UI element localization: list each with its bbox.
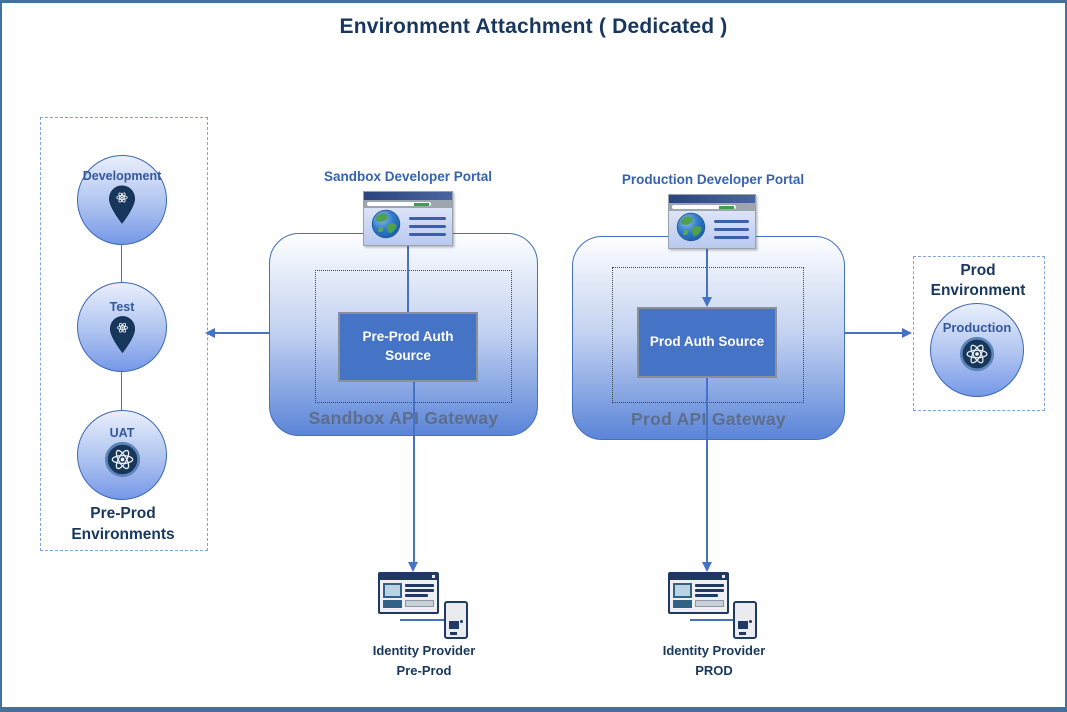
preprod-environments-caption: Pre-Prod Environments <box>71 505 175 543</box>
production-developer-portal-label: Production Developer Portal <box>621 172 805 187</box>
env-node-production: Production <box>930 303 1024 397</box>
address-bar <box>367 202 431 207</box>
identity-provider-preprod-label: Identity Provider Pre-Prod <box>372 643 476 678</box>
connector-line <box>845 332 903 334</box>
prod-api-gateway-label: Prod API Gateway <box>631 409 786 429</box>
text-lines-icon <box>409 217 446 236</box>
arrowhead-down-icon <box>701 562 712 572</box>
env-node-label: UAT <box>109 426 135 440</box>
prod-environment-group <box>913 256 1045 411</box>
window-icon <box>378 572 439 614</box>
arrowhead-left-icon <box>205 328 215 338</box>
atom-badge-icon <box>104 441 141 483</box>
env-node-test: Test <box>77 282 167 372</box>
browser-toolbar <box>364 200 452 208</box>
progress-bar <box>414 203 429 207</box>
close-icon <box>722 575 725 578</box>
globe-icon <box>675 211 707 248</box>
connector-line <box>706 249 708 298</box>
mobile-device-icon <box>733 601 757 639</box>
connector-line <box>706 378 708 562</box>
env-node-uat: UAT <box>77 410 167 500</box>
env-node-label: Development <box>82 169 162 183</box>
connector-line <box>413 382 415 562</box>
connector-line <box>121 372 122 410</box>
browser-toolbar <box>669 203 755 211</box>
progress-bar <box>719 206 734 210</box>
identity-provider-prod-label: Identity Provider PROD <box>662 643 766 678</box>
arrowhead-down-icon <box>701 297 712 307</box>
browser-globe-icon <box>668 194 756 249</box>
mobile-device-icon <box>444 601 468 639</box>
connector-line <box>690 619 735 621</box>
prod-auth-source-box: Prod Auth Source <box>637 307 777 378</box>
sandbox-api-gateway-label: Sandbox API Gateway <box>308 408 499 428</box>
connector-line <box>214 332 269 334</box>
map-pin-atom-icon <box>109 315 136 359</box>
window-icon <box>668 572 729 614</box>
close-icon <box>432 575 435 578</box>
browser-titlebar <box>669 195 755 204</box>
env-node-development: Development <box>77 155 167 245</box>
browser-titlebar <box>364 192 452 201</box>
browser-globe-icon <box>363 191 453 246</box>
globe-icon <box>370 208 402 245</box>
arrowhead-right-icon <box>902 328 912 338</box>
prod-auth-scope-box <box>612 267 804 403</box>
text-lines-icon <box>714 220 749 239</box>
arrowhead-down-icon <box>408 562 418 572</box>
connector-line <box>121 245 122 282</box>
env-node-label: Production <box>942 320 1012 335</box>
connector-line <box>407 246 409 312</box>
sandbox-developer-portal-label: Sandbox Developer Portal <box>323 169 493 184</box>
address-bar <box>672 205 736 210</box>
atom-badge-icon <box>959 336 995 377</box>
page-title: Environment Attachment ( Dedicated ) <box>339 15 728 38</box>
map-pin-atom-icon <box>108 184 136 230</box>
preprod-auth-source-box: Pre-Prod Auth Source <box>338 312 478 382</box>
connector-line <box>400 619 446 621</box>
prod-environment-caption: Prod Environment <box>930 262 1026 299</box>
env-node-label: Test <box>109 300 135 314</box>
